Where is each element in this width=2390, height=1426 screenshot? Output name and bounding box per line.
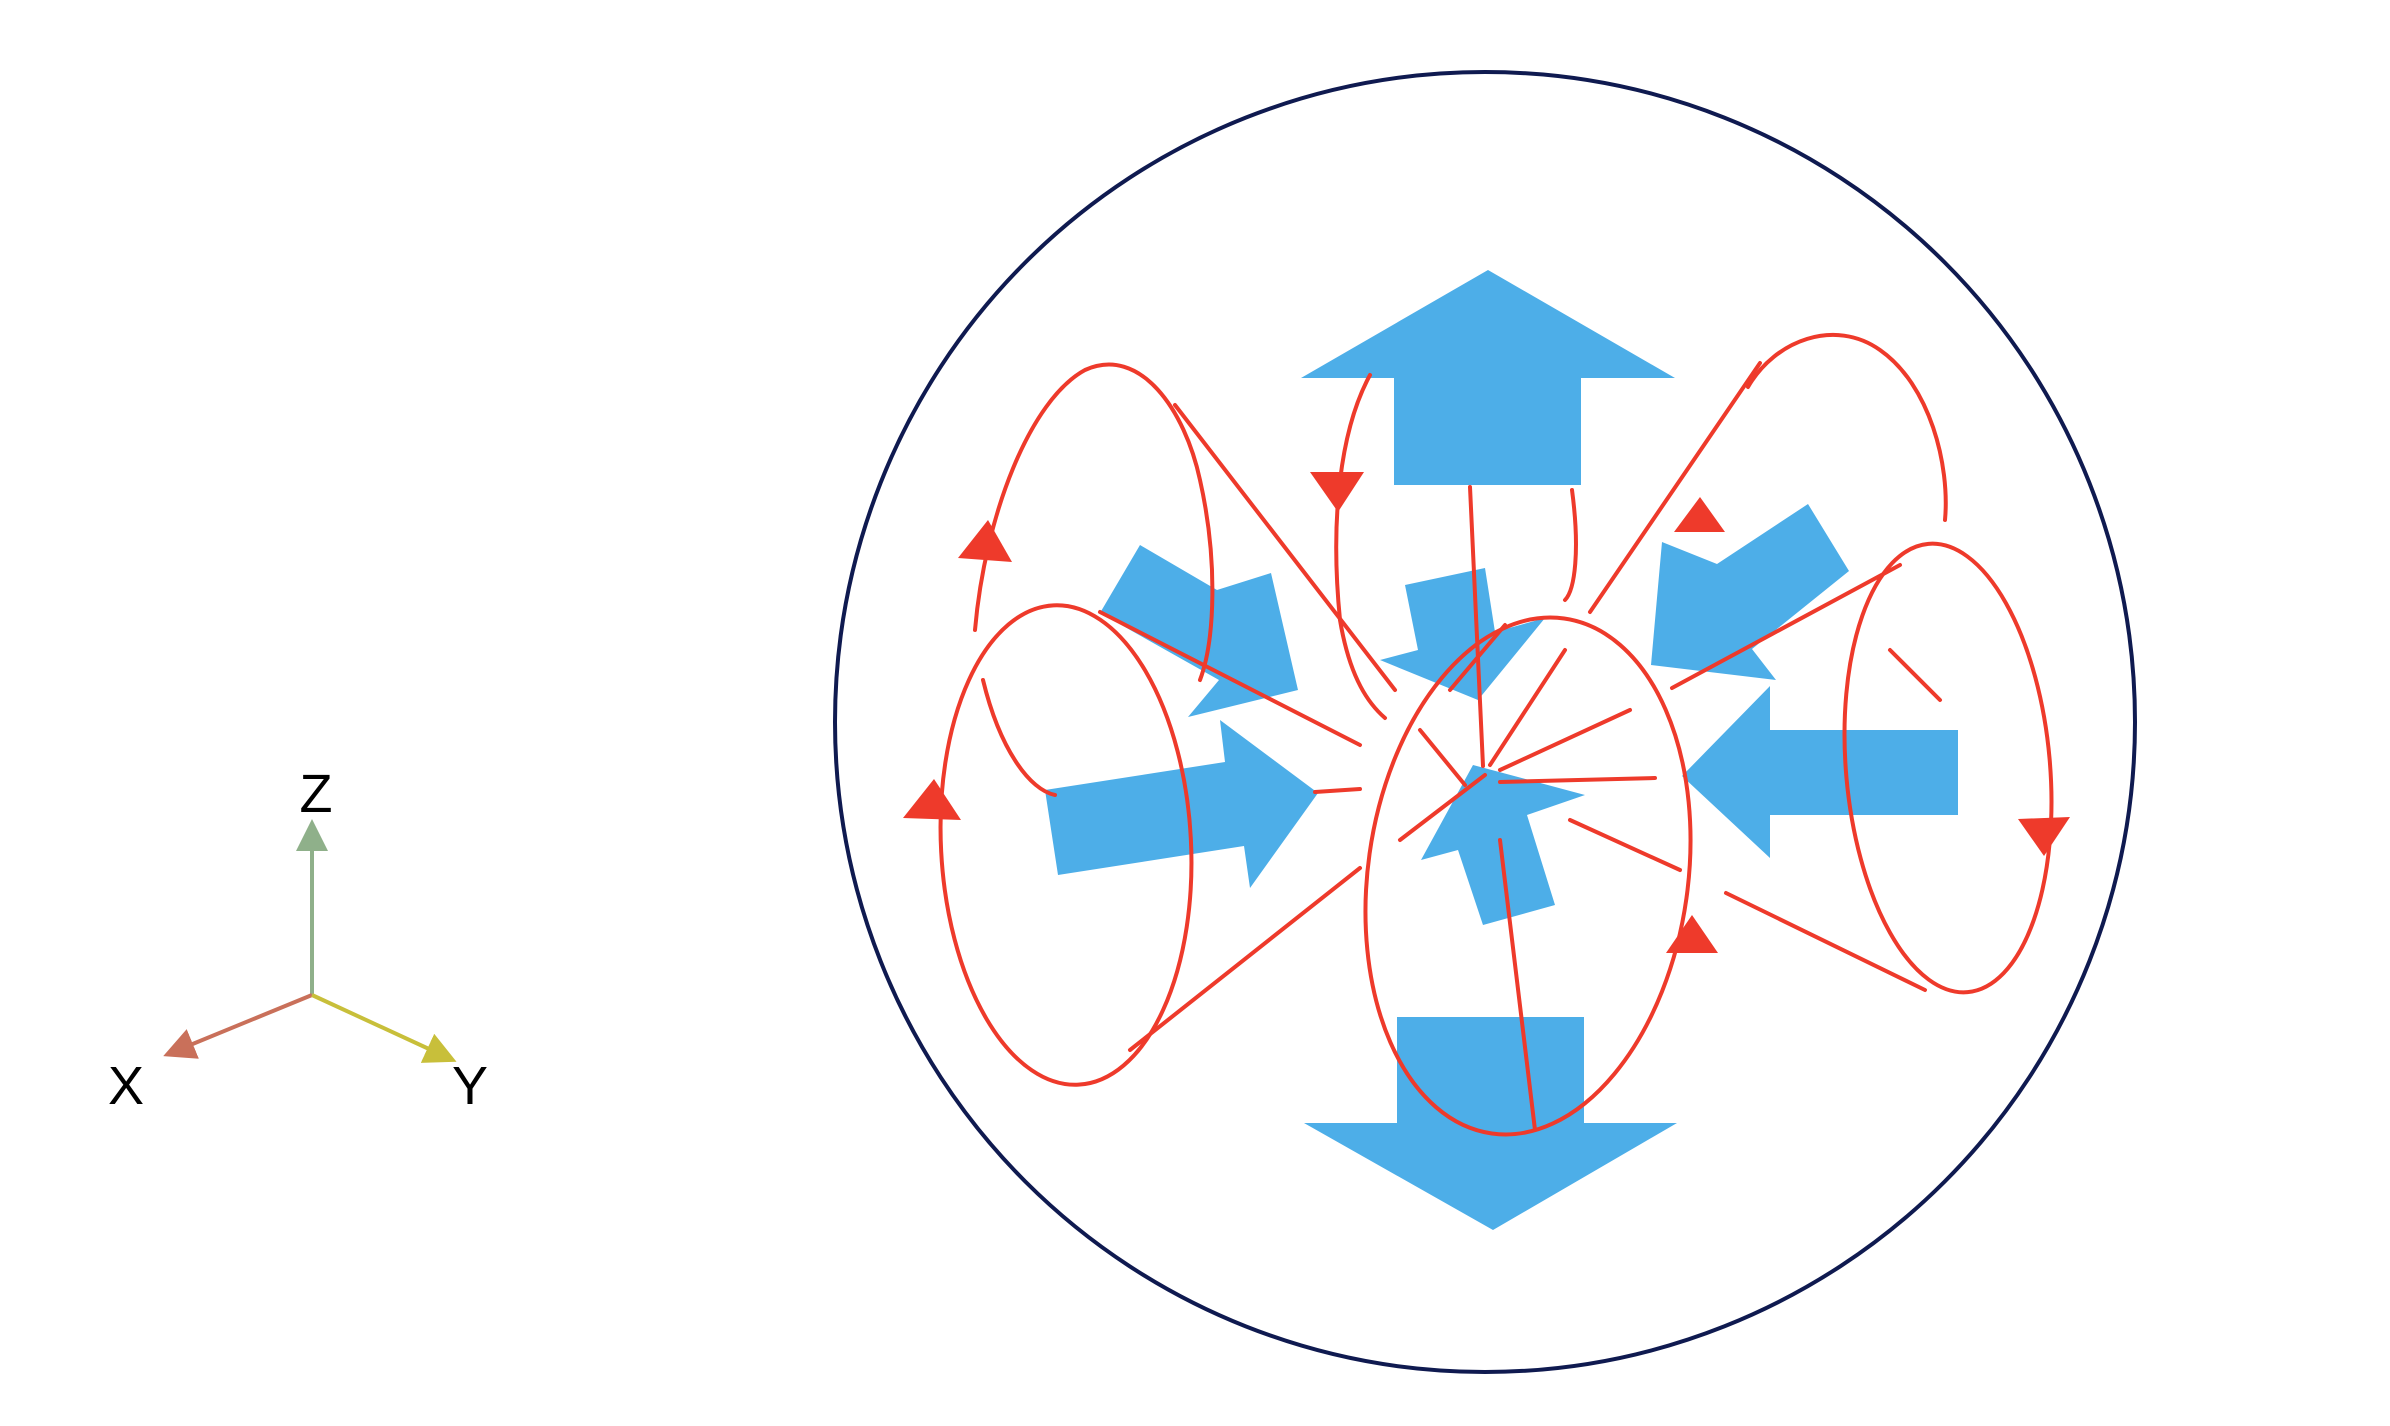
up-arrow — [1301, 270, 1675, 485]
top-center-inward-arrow — [1380, 568, 1545, 700]
radial-line — [1568, 818, 1682, 872]
left-upper-loop — [973, 362, 1215, 682]
radial-line — [1498, 708, 1632, 772]
radial-line — [1128, 866, 1362, 1052]
y-axis-label: Y — [452, 1056, 488, 1116]
loop-arrowhead — [1674, 497, 1725, 532]
top-right-arc — [1563, 488, 1578, 602]
x-axis — [163, 993, 313, 1059]
radial-line — [1670, 563, 1902, 690]
upper-right-inward-arrow — [1651, 504, 1849, 680]
radial-line — [1468, 485, 1485, 768]
loop-arrowhead — [1666, 915, 1718, 953]
left-lower-arc — [981, 678, 1057, 797]
right-lower-loop — [1842, 541, 2054, 995]
loop-arrowhead — [903, 779, 961, 820]
right-upper-loop — [1746, 333, 1948, 702]
sphere-outline — [833, 70, 2137, 1374]
loop-arrowhead — [2018, 817, 2070, 856]
z-axis-label: Z — [300, 764, 333, 824]
down-arrow — [1304, 1017, 1677, 1230]
radial-line — [1098, 610, 1362, 747]
upper-left-inward-arrow — [1100, 545, 1298, 717]
radial-line — [1498, 838, 1537, 1132]
radial-line — [1588, 361, 1762, 614]
front-center-loop — [1363, 615, 1693, 1137]
radial-line — [1498, 776, 1657, 784]
radial-line — [1448, 623, 1507, 692]
axis-triad: Z X Y — [108, 764, 488, 1116]
right-inward-arrow — [1682, 686, 1958, 858]
radial-line — [1488, 648, 1567, 767]
radial-line — [1398, 773, 1487, 842]
loop-arrowhead — [958, 520, 1012, 562]
field-lines — [903, 333, 2070, 1137]
bottom-center-inward-arrow — [1421, 765, 1585, 925]
radial-line — [1724, 891, 1927, 992]
top-left-arc — [1334, 373, 1387, 720]
loop-arrowhead — [1310, 472, 1364, 512]
radial-line — [1173, 403, 1397, 692]
radial-line — [1418, 728, 1467, 787]
left-inward-arrow — [1045, 720, 1318, 888]
flow-arrows — [1045, 270, 1958, 1230]
x-axis-label: X — [108, 1056, 144, 1116]
radial-line — [1313, 787, 1362, 794]
y-axis — [311, 993, 457, 1063]
left-lower-loop — [938, 603, 1194, 1087]
